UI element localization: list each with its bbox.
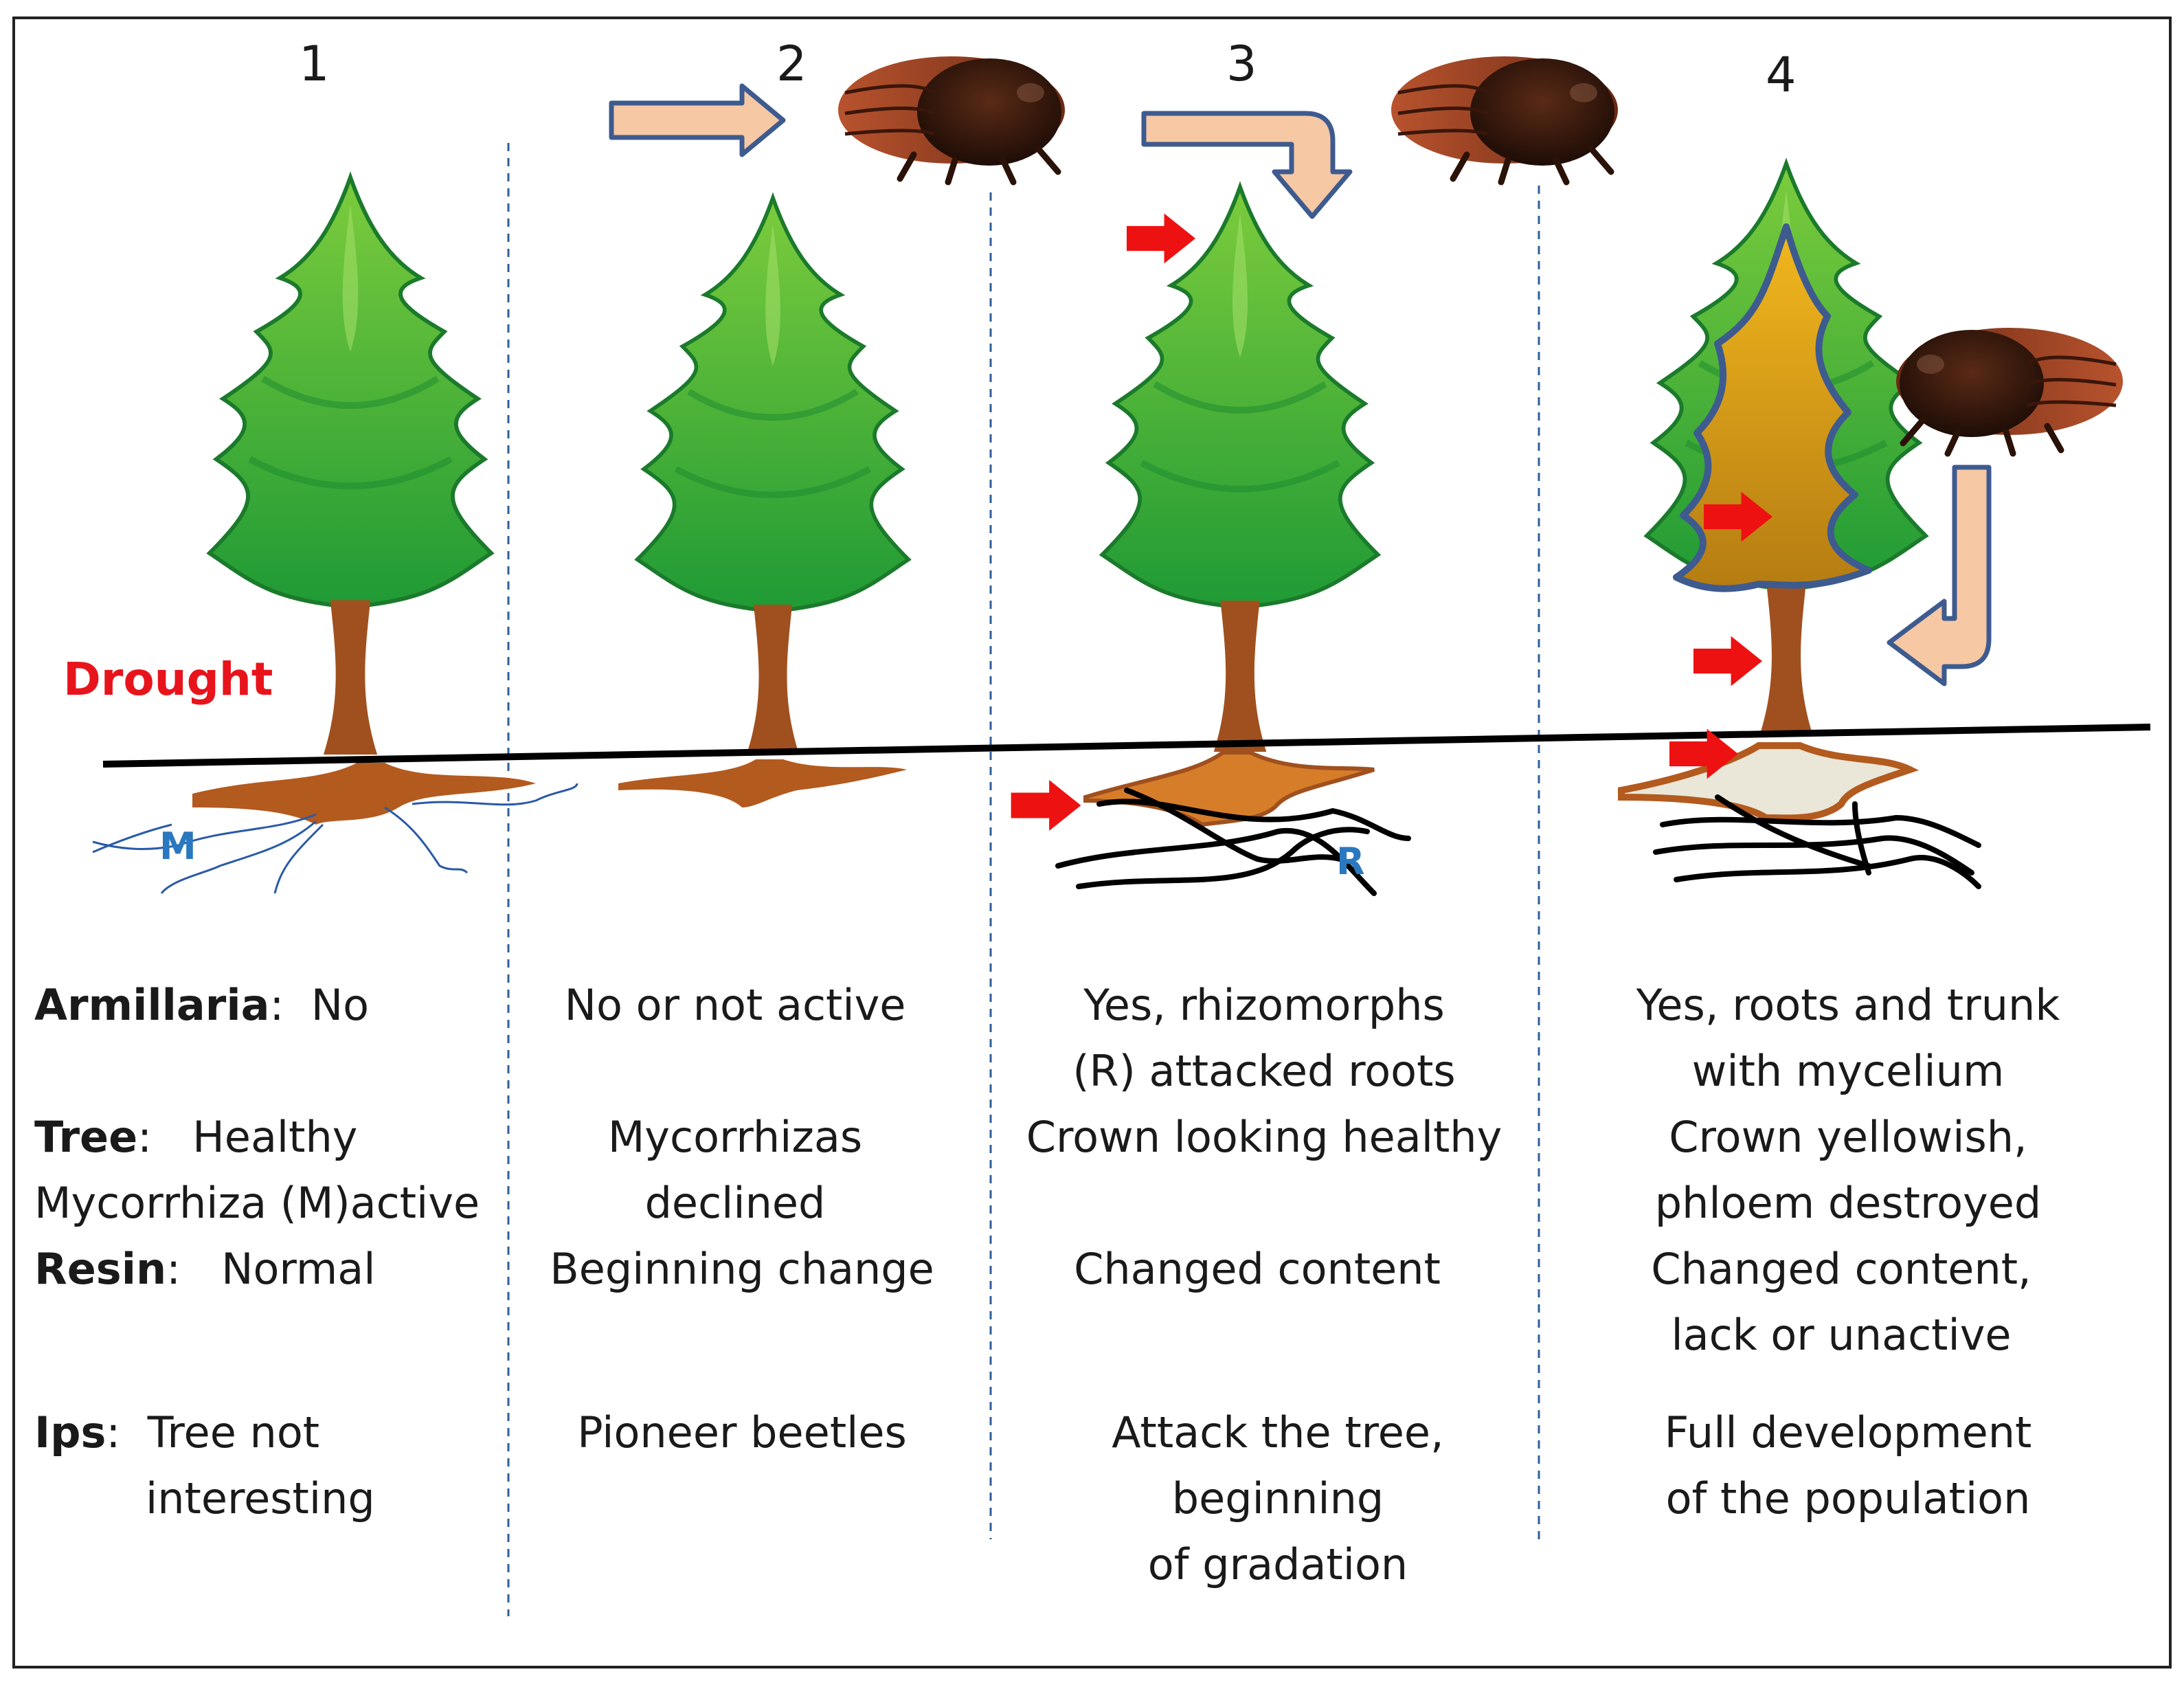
stage-1-ips: Tree not <box>147 1407 320 1458</box>
resin-row-stage-1: Resin: Normal <box>34 1236 375 1302</box>
flow-arrow-icon <box>1887 465 1992 687</box>
stage-3-resin: Changed content <box>1074 1244 1441 1294</box>
row-label-armillaria: Armillaria <box>34 980 270 1030</box>
stage-2-tree: Mycorrhizas <box>607 1112 863 1162</box>
label-colon: : <box>166 1244 222 1294</box>
label-colon: : <box>106 1407 148 1458</box>
stage-4-resin: Changed content, <box>1651 1244 2031 1294</box>
stage-1-resin: Normal <box>221 1244 376 1294</box>
flow-arrow-icon <box>1141 111 1353 219</box>
tree-icon <box>1102 187 1377 752</box>
stage-1-mycorrhiza: Mycorrhiza (M)active <box>34 1178 480 1228</box>
stage-3-tree: Crown looking healthy <box>1026 1112 1502 1162</box>
stage-2-tree-cont: declined <box>644 1178 826 1228</box>
stage-3-ips-cont-2: of gradation <box>1147 1539 1408 1589</box>
diagram-frame <box>12 16 2172 1669</box>
roots-tree-1 <box>192 763 536 825</box>
stage-3-ips-cont: beginning <box>1171 1473 1384 1524</box>
stage-1-tree: Healthy <box>192 1112 358 1162</box>
bark-beetle-icon <box>1896 328 2123 454</box>
stage-4-ips: Full development <box>1664 1407 2032 1458</box>
row-label-tree: Tree <box>34 1112 138 1162</box>
stage-4-tree-cont: phloem destroyed <box>1654 1178 2042 1228</box>
stage-number-2: 2 <box>776 36 807 92</box>
stage-3-ips: Attack the tree, <box>1112 1407 1444 1458</box>
rhizomorph-strands <box>1653 794 1981 889</box>
red-arrow-icon <box>1127 213 1195 264</box>
tree-icon <box>638 198 909 753</box>
label-colon: : <box>269 980 311 1030</box>
row-label-resin: Resin <box>34 1244 167 1294</box>
stage-4-armillaria-cont: with mycelium <box>1691 1046 2005 1096</box>
bark-beetle-icon <box>1391 56 1618 182</box>
row-label-ips: Ips <box>34 1407 106 1458</box>
decayed-crown <box>1673 223 1872 592</box>
rhizomorph-marker: R <box>1336 840 1365 883</box>
tree-row-stage-1: Tree: Healthy <box>34 1104 357 1170</box>
stage-4-ips-cont: of the population <box>1665 1473 2031 1524</box>
stage-1-ips-cont: interesting <box>146 1473 375 1524</box>
stage-3-armillaria-cont: (R) attacked roots <box>1072 1046 1456 1096</box>
flow-arrow-icon <box>609 83 786 157</box>
stage-number-4: 4 <box>1766 47 1797 103</box>
stage-4-tree: Crown yellowish, <box>1669 1112 2027 1162</box>
stage-4-armillaria: Yes, roots and trunk <box>1636 980 2060 1030</box>
roots-tree-4 <box>1618 742 1920 822</box>
drought-label: Drought <box>63 653 273 706</box>
rhizomorph-strands <box>1055 788 1411 896</box>
mycorrhiza-marker: M <box>159 825 196 868</box>
stage-2-ips: Pioneer beetles <box>577 1407 907 1458</box>
stage-2-armillaria: No or not active <box>564 980 906 1030</box>
stage-3-armillaria: Yes, rhizomorphs <box>1083 980 1445 1030</box>
stage-2-resin: Beginning change <box>550 1244 934 1294</box>
armillaria-row-stage-1: Armillaria: No <box>34 972 369 1038</box>
red-arrow-icon <box>1011 780 1081 831</box>
label-colon: : <box>137 1112 193 1162</box>
stage-number-1: 1 <box>299 36 330 92</box>
red-arrow-icon <box>1693 636 1762 687</box>
ips-row-stage-1: Ips: Tree not <box>34 1400 319 1466</box>
bark-beetle-icon <box>838 56 1065 182</box>
stage-4-resin-cont: lack or unactive <box>1671 1310 2012 1360</box>
roots-tree-2 <box>618 759 907 807</box>
stage-number-3: 3 <box>1226 36 1257 92</box>
ground-line <box>102 724 2151 768</box>
stage-1-armillaria: No <box>311 980 370 1030</box>
mycorrhiza-threads <box>92 783 578 894</box>
